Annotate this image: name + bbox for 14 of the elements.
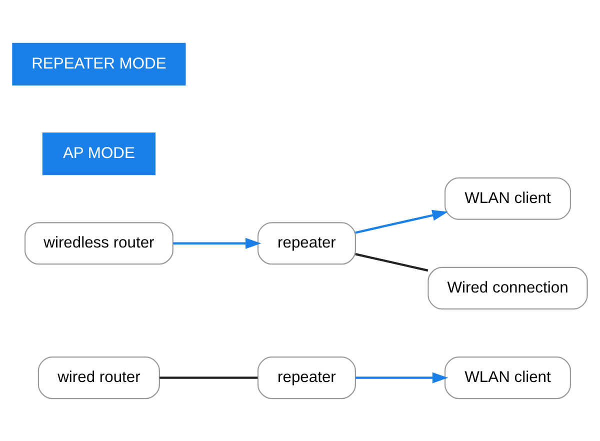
label: AP MODE [62,144,135,162]
node-box: WLAN client [444,176,572,220]
connector [160,376,258,378]
node-box: Wired connection [428,266,588,309]
arrow [173,237,262,248]
label: REPEATER MODE [32,54,166,72]
connector [355,252,428,272]
arrow [355,209,448,234]
node-box: repeater [257,222,356,264]
node-box: wiredless router [24,222,174,264]
arrow [355,372,448,383]
node-box: WLAN client [444,356,572,399]
node-box: repeater [257,356,356,399]
node-box: wired router [38,356,160,399]
